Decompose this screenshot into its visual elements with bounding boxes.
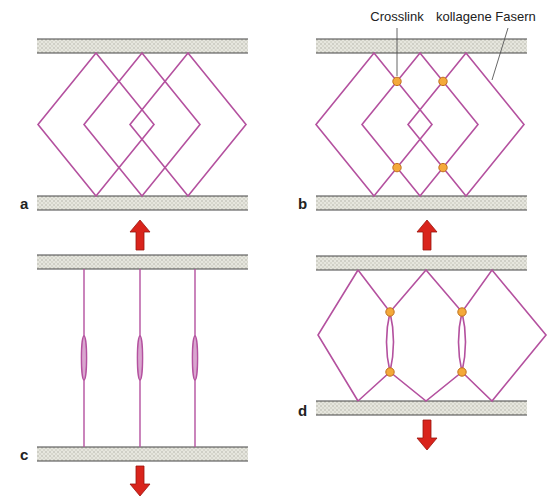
force-arrow [130,466,150,496]
stretched-fibers [81,269,197,447]
crosslink-dots [393,77,447,172]
leader-line [492,28,508,80]
plate [37,196,248,210]
plate [37,39,248,53]
collagen-fibers [316,53,524,196]
crosslink-dots [386,308,466,376]
collagen-fibers [318,270,546,401]
panel-letter: c [20,447,28,462]
panel-letter: d [298,403,307,418]
force-arrow [417,420,437,450]
panel-letter: a [20,196,28,211]
force-arrow [130,220,150,250]
callout-label: kollagene Fasern [436,10,536,23]
plate [316,256,527,270]
plate [316,196,527,210]
panel-letter: b [298,196,307,211]
plate [37,447,248,461]
plate [316,39,527,53]
plate [316,401,527,415]
leader-line [397,28,398,76]
collagen-fibers [38,53,246,196]
force-arrow [417,220,437,250]
callout-label: Crosslink [370,10,423,23]
plate [37,255,248,269]
